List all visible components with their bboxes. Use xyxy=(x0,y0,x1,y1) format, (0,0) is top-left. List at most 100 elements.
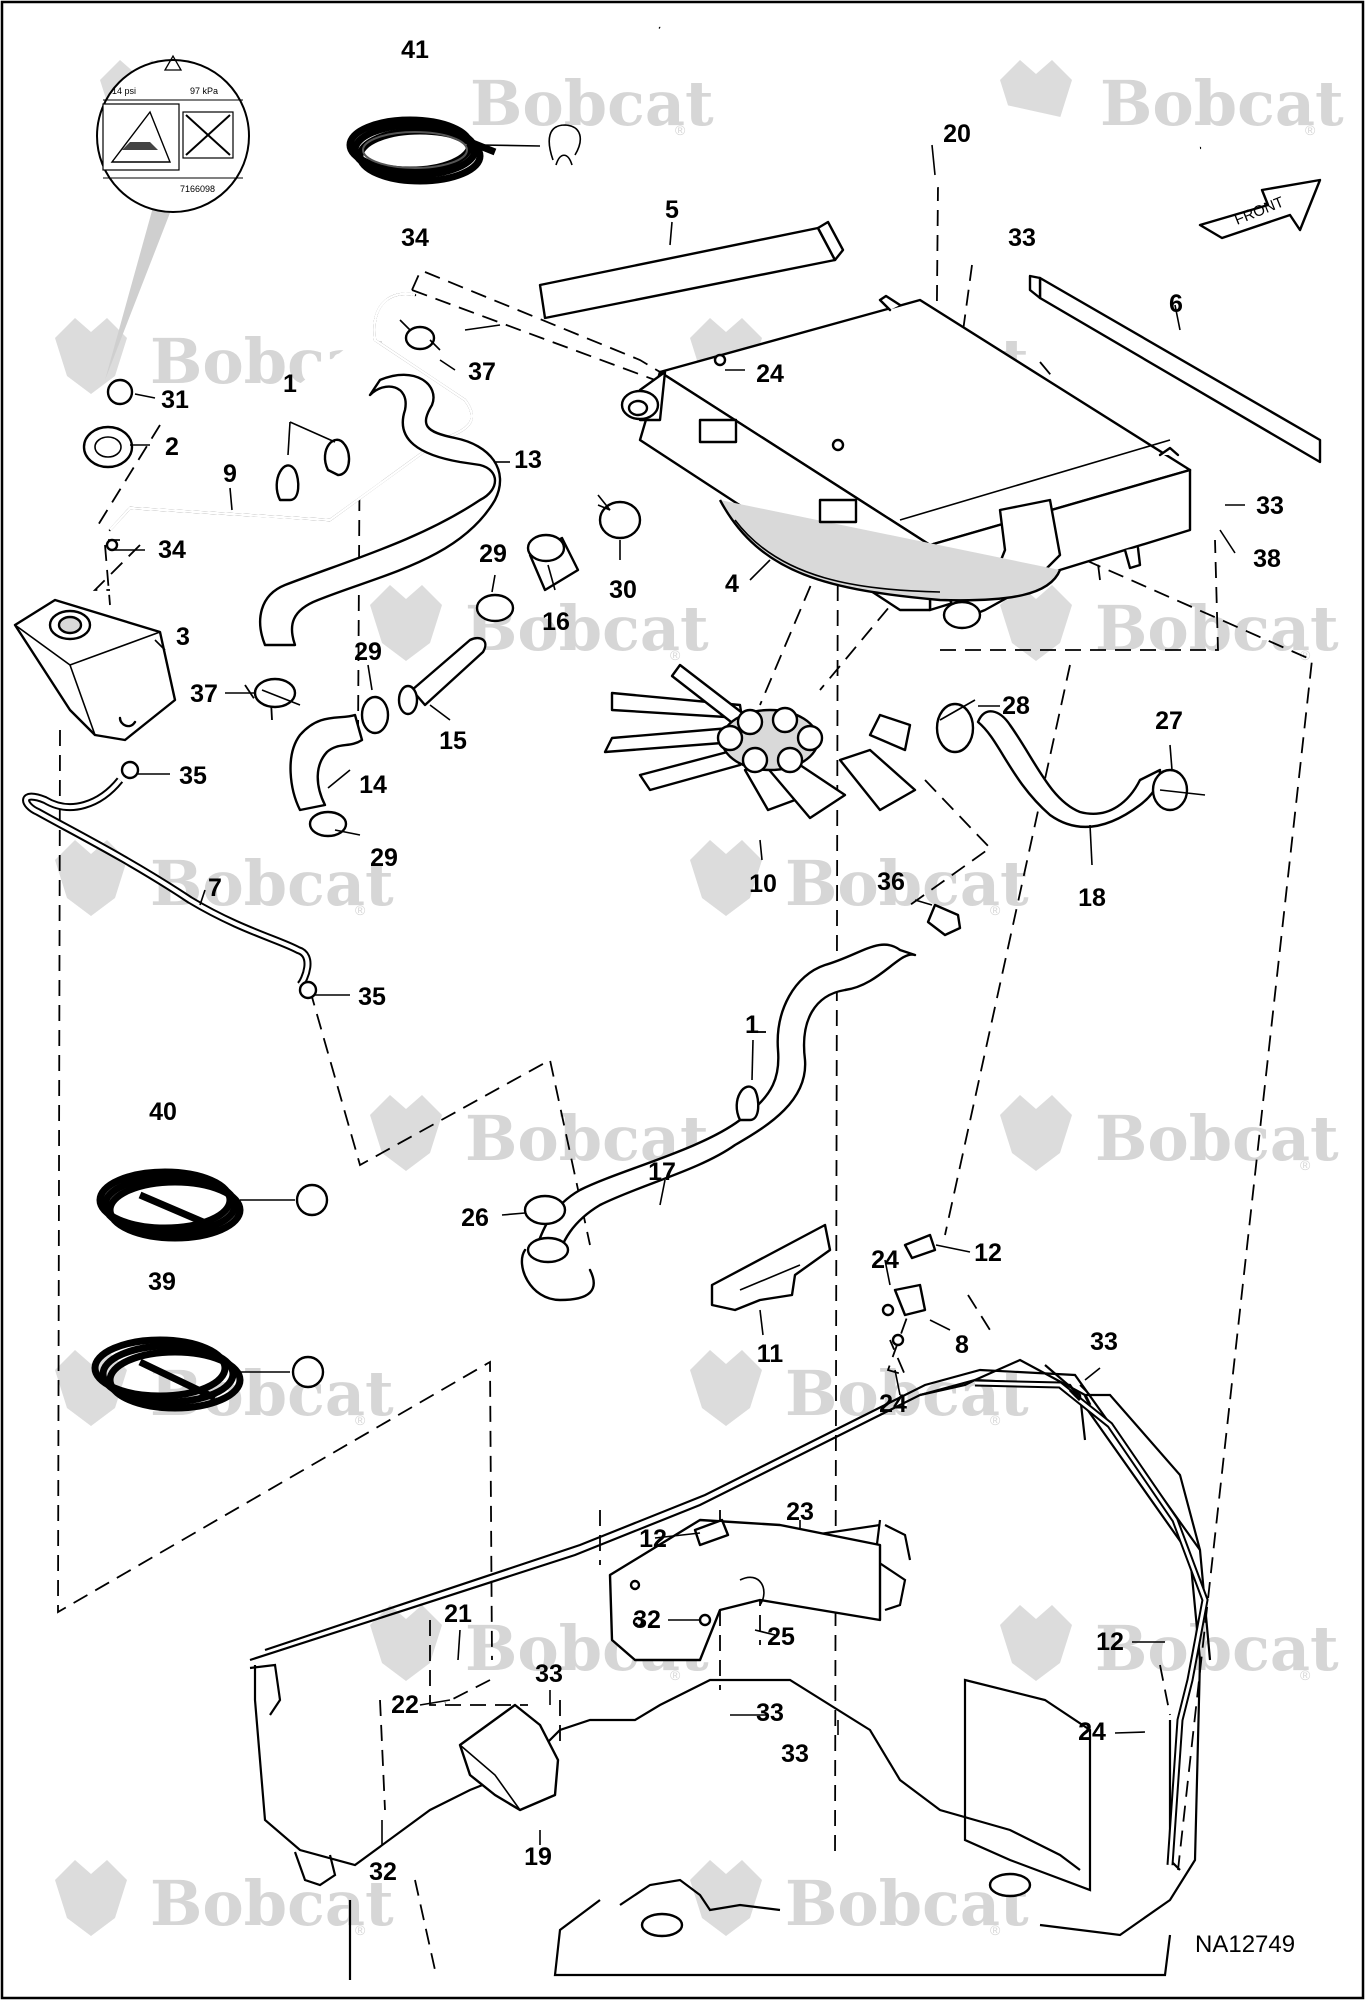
item-14-hose xyxy=(289,713,364,812)
item-13-hose xyxy=(258,373,502,647)
bobcat-watermark: Bobcat ® xyxy=(55,840,394,920)
item-7-hose xyxy=(22,777,318,1000)
item-25-support xyxy=(608,1518,882,1662)
callout-33: 33 xyxy=(1008,224,1036,252)
svg-text:®: ® xyxy=(990,902,1001,918)
item-11-bracket xyxy=(710,1223,832,1312)
item-18-hose xyxy=(976,710,1162,829)
svg-text:Bobcat: Bobcat xyxy=(470,67,714,140)
item-36-fitting xyxy=(926,903,962,937)
drawing-code: NA12749 xyxy=(1195,1931,1295,1958)
callout-12: 12 xyxy=(639,1525,667,1553)
callout-24: 24 xyxy=(1078,1718,1106,1746)
svg-text:Bobcat: Bobcat xyxy=(150,1867,394,1940)
callout-36: 36 xyxy=(877,868,905,896)
callout-8: 8 xyxy=(955,1331,969,1359)
svg-text:®: ® xyxy=(990,1922,1001,1938)
item-19-guard xyxy=(458,1703,560,1812)
callout-33: 33 xyxy=(1090,1328,1118,1356)
callout-5: 5 xyxy=(665,196,679,224)
item-12-clip xyxy=(903,1233,937,1260)
callout-18: 18 xyxy=(1078,884,1106,912)
callout-21: 21 xyxy=(444,1600,472,1628)
assembly-dashed-lines xyxy=(57,184,1313,1971)
item-2-cap xyxy=(82,425,134,469)
item-5-seal xyxy=(538,220,845,320)
callout-19: 19 xyxy=(524,1843,552,1871)
callout-33: 33 xyxy=(535,1660,563,1688)
svg-text:Bobcat: Bobcat xyxy=(1100,67,1344,140)
item-27-clamp xyxy=(1151,768,1206,812)
callout-24: 24 xyxy=(756,360,784,388)
front-arrow: FRONT xyxy=(1198,178,1322,240)
item-40-hose-coil xyxy=(96,1168,329,1242)
callout-7: 7 xyxy=(208,874,222,902)
bobcat-watermark: Bobcat ® xyxy=(690,840,1029,920)
callout-12: 12 xyxy=(1096,1628,1124,1656)
callout-26: 26 xyxy=(461,1204,489,1232)
callout-30: 30 xyxy=(609,576,637,604)
bobcat-watermark: Bobcat ® xyxy=(690,1860,1029,1940)
item-34-clip xyxy=(105,538,120,552)
callout-14: 14 xyxy=(359,771,387,799)
svg-text:®: ® xyxy=(675,122,686,138)
svg-text:®: ® xyxy=(1300,1157,1311,1173)
item-15-hose xyxy=(397,636,487,716)
item-31-cap-seal xyxy=(106,378,134,406)
item-4-radiator xyxy=(620,294,1192,630)
svg-text:®: ® xyxy=(355,902,366,918)
callout-10: 10 xyxy=(749,870,777,898)
svg-text:Bobcat: Bobcat xyxy=(1095,1102,1339,1175)
callout-33: 33 xyxy=(1256,492,1284,520)
item-6-seal xyxy=(1028,274,1322,464)
callout-24: 24 xyxy=(879,1390,907,1418)
item-8-bracket xyxy=(881,1283,927,1347)
callout-4: 4 xyxy=(725,570,739,598)
callout-1: 1 xyxy=(283,370,297,398)
callout-6: 6 xyxy=(1169,290,1183,318)
machine-frame xyxy=(249,1358,1212,1980)
callout-12: 12 xyxy=(974,1239,1002,1267)
svg-text:®: ® xyxy=(670,1667,681,1683)
item-16-coupler xyxy=(526,533,580,592)
callout-33: 33 xyxy=(756,1699,784,1727)
callout-11: 11 xyxy=(757,1340,784,1368)
callout-16: 16 xyxy=(542,608,570,636)
callout-17: 17 xyxy=(648,1158,676,1186)
svg-text:®: ® xyxy=(1300,1667,1311,1683)
item-26-clamp xyxy=(520,1194,595,1302)
item-3-reservoir xyxy=(13,598,177,780)
callout-35: 35 xyxy=(179,762,207,790)
item-41-hose-coil xyxy=(346,116,582,185)
svg-text:7166098: 7166098 xyxy=(180,184,215,194)
callout-20: 20 xyxy=(943,120,971,148)
svg-text:Bobcat: Bobcat xyxy=(785,1867,1029,1940)
bobcat-watermark: Bobcat ® xyxy=(370,585,709,665)
callout-27: 27 xyxy=(1155,707,1183,735)
callout-29: 29 xyxy=(479,540,507,568)
svg-text:®: ® xyxy=(670,647,681,663)
svg-text:Bobcat: Bobcat xyxy=(1095,1612,1339,1685)
callout-22: 22 xyxy=(391,1691,419,1719)
svg-text:Bobcat: Bobcat xyxy=(785,847,1029,920)
callout-32: 32 xyxy=(633,1606,661,1634)
callout-29: 29 xyxy=(370,844,398,872)
callout-35: 35 xyxy=(358,983,386,1011)
callout-31: 31 xyxy=(161,386,189,414)
callout-leaders xyxy=(110,144,1245,1845)
svg-text:®: ® xyxy=(1300,647,1311,663)
callout-37: 37 xyxy=(468,358,496,386)
bobcat-watermark: Bobcat ® xyxy=(55,318,394,398)
item-28-clamp xyxy=(935,699,976,754)
callout-3: 3 xyxy=(176,623,190,651)
svg-text:14 psi: 14 psi xyxy=(112,86,136,96)
callout-15: 15 xyxy=(439,727,467,755)
item-10-fan xyxy=(603,663,917,820)
svg-text:®: ® xyxy=(355,1922,366,1938)
callout-25: 25 xyxy=(767,1623,795,1651)
warning-decal: 14 psi 97 kPa 7166098 xyxy=(96,54,250,380)
callout-32: 32 xyxy=(369,1858,397,1886)
callout-13: 13 xyxy=(514,446,542,474)
